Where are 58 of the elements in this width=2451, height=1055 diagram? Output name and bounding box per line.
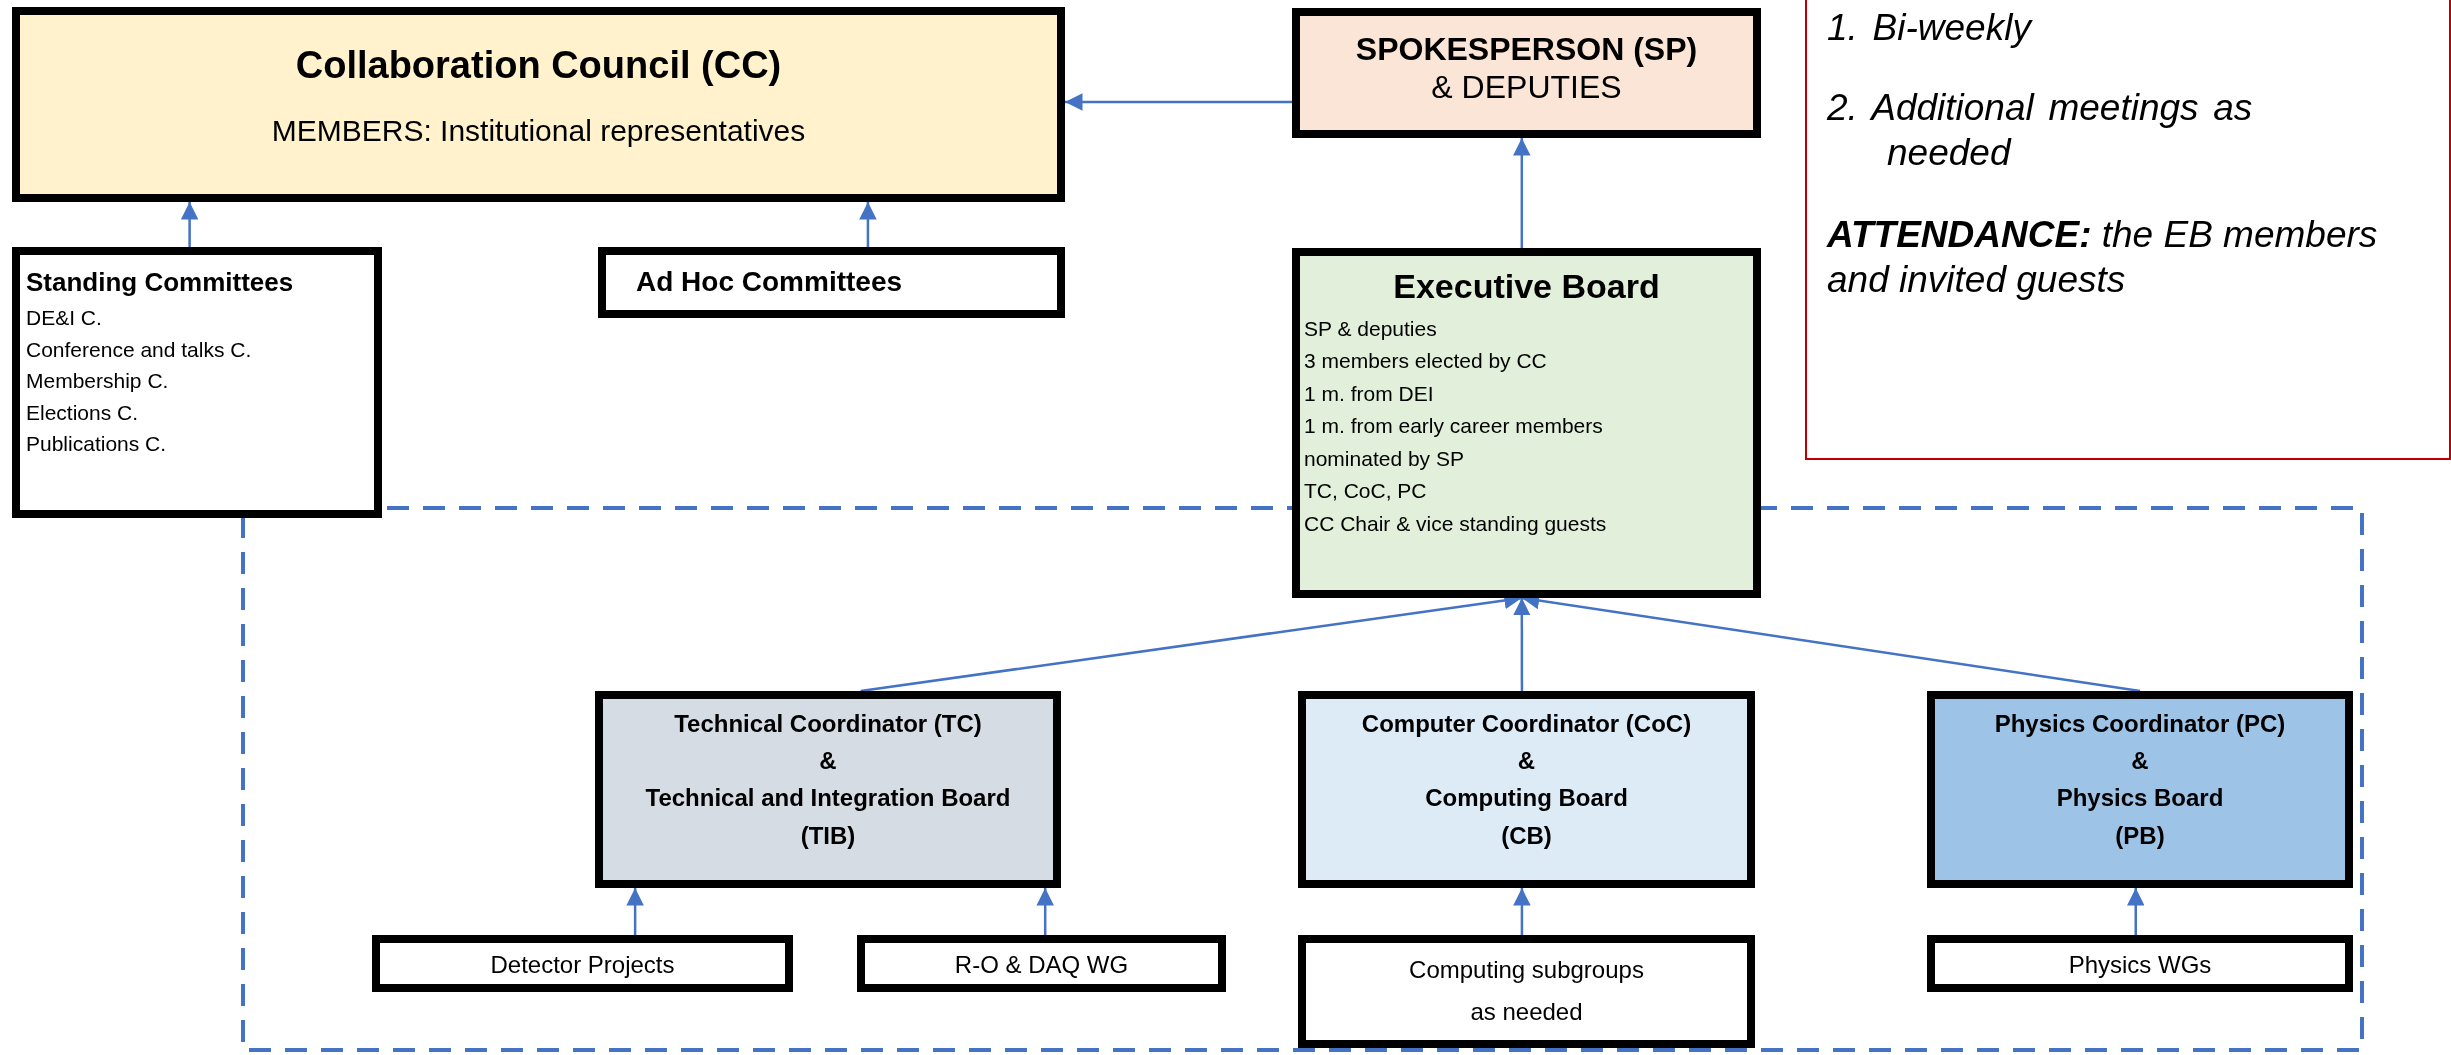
box-label: & — [818, 746, 838, 777]
box-label: & — [2130, 746, 2150, 777]
arrow — [1513, 138, 1531, 248]
title-box — [12, 7, 1065, 202]
org-box — [857, 935, 1226, 992]
arrow — [1065, 93, 1292, 111]
box-title: Executive Board — [1392, 266, 1661, 307]
list-item: 1 m. from DEI — [1304, 380, 1435, 407]
box-subtitle: & DEPUTIES — [1430, 68, 1623, 107]
box-title: Standing Committees — [26, 266, 295, 299]
box-label: Computing Board — [1424, 783, 1629, 814]
box-label: Physics Board — [2055, 783, 2225, 814]
list-item: TC, CoC, PC — [1304, 478, 1428, 505]
list-item: Membership C. — [26, 368, 170, 394]
box-label: Technical and Integration Board (TIB) — [644, 783, 1012, 851]
arrow — [1036, 888, 1054, 935]
org-box — [598, 247, 1065, 318]
org-box — [372, 935, 793, 992]
arrow — [1513, 888, 1531, 935]
org-box — [1927, 691, 2353, 888]
box-label: Computer Coordinator (CoC) — [1360, 709, 1693, 739]
arrow — [626, 888, 644, 935]
list-item: Conference and talks C. — [26, 336, 253, 363]
note-text: 2. Additional meetings as needed — [1827, 86, 2254, 175]
arrow — [1513, 598, 1531, 691]
list-item: Elections C. — [26, 399, 140, 426]
arrow — [180, 202, 199, 247]
list-item: Publications C. — [26, 431, 168, 457]
committee-box — [1292, 248, 1761, 598]
note-text: 1. Bi-weekly — [1827, 6, 2034, 50]
box-subtitle: MEMBERS: Institutional representatives — [270, 112, 807, 149]
notes-box — [1805, 0, 2451, 460]
note-text: ATTENDANCE: the EB members and invited guests — [1827, 213, 2379, 302]
arrow — [2127, 888, 2145, 935]
committee-box — [12, 247, 382, 518]
arrow — [859, 202, 877, 247]
org-box — [1927, 935, 2353, 992]
title-box — [1292, 8, 1761, 138]
box-title: SPOKESPERSON (SP) — [1354, 30, 1699, 69]
box-label: Technical Coordinator (TC) — [673, 709, 983, 739]
org-box — [1298, 691, 1755, 888]
box-label: (PB) — [2114, 820, 2166, 851]
box-label: R-O & DAQ WG — [953, 951, 1130, 980]
box-label: Physics Coordinator (PC) — [1993, 709, 2287, 739]
list-item: DE&I C. — [26, 305, 103, 331]
org-box — [1298, 935, 1755, 1048]
list-item: SP & deputies — [1304, 315, 1438, 342]
box-label: Detector Projects — [489, 951, 676, 980]
box-label: (CB) — [1500, 820, 1553, 851]
box-label: Ad Hoc Committees — [636, 265, 904, 299]
box-label: Physics WGs — [2067, 951, 2213, 980]
org-box — [595, 691, 1061, 888]
list-item: 1 m. from early career members nominated by SP — [1304, 413, 1604, 472]
box-title: Collaboration Council (CC) — [294, 43, 783, 88]
list-item: CC Chair & vice standing guests — [1304, 510, 1608, 537]
list-item: 3 members elected by CC — [1304, 348, 1548, 375]
box-label: & — [1516, 746, 1537, 777]
box-label: Computing subgroups as needed — [1408, 955, 1645, 1027]
